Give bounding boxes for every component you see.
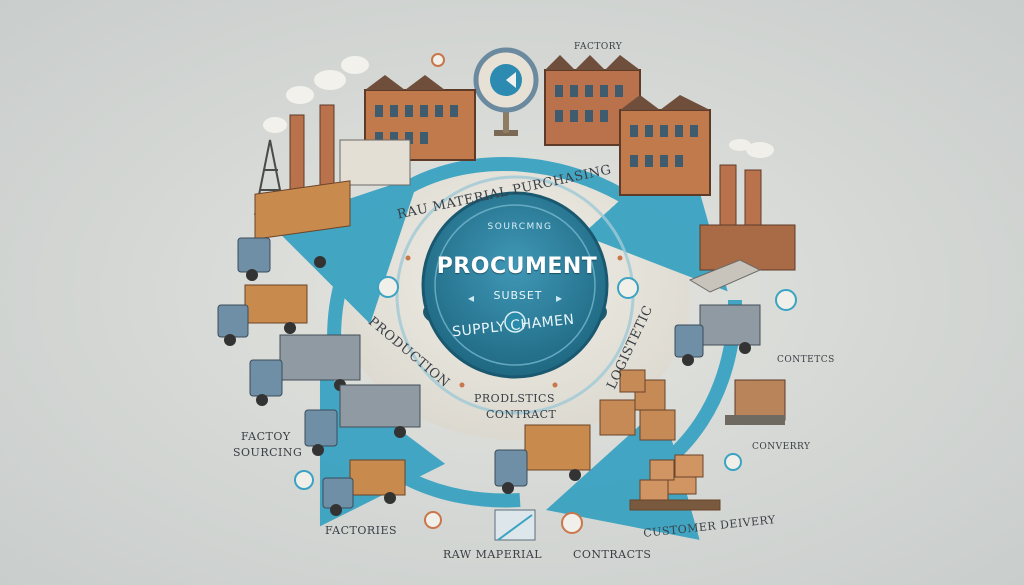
label-factory: FACTORY xyxy=(574,42,622,52)
machinery-right xyxy=(725,380,785,425)
boxes-bottom-right xyxy=(630,455,720,510)
center-disc: ◂ ▸ xyxy=(423,193,607,377)
center-title: PROCUMENT xyxy=(422,254,612,279)
label-raw-material: RAW MAPERIAL xyxy=(443,548,542,561)
center-top-text: SOURCMNG xyxy=(470,222,570,232)
dial-icon xyxy=(476,50,536,136)
bottom-machine xyxy=(495,510,535,540)
leaf-icon-right xyxy=(725,454,741,470)
flower-icon-bottom xyxy=(425,512,441,528)
label-converry: CONVERRY xyxy=(752,442,810,452)
label-contetcs: CONTETCS xyxy=(777,355,835,365)
label-factories: FACTORIES xyxy=(325,524,397,537)
label-sourcing: SOURCING xyxy=(233,446,302,459)
coin-icon-bottom xyxy=(562,513,582,533)
truck-1 xyxy=(238,181,350,281)
smokestacks-right xyxy=(700,139,795,270)
ring-icon-left xyxy=(295,471,313,489)
badge-icon-right xyxy=(776,290,796,310)
truck-5 xyxy=(323,460,405,516)
pin-icon-top xyxy=(432,54,444,66)
inner-label-line2: CONTRACT xyxy=(486,408,556,421)
inner-label-line1: PRODLSTICS xyxy=(474,392,555,405)
center-subtitle: SUBSET xyxy=(468,289,568,302)
gear-icon-right xyxy=(618,278,638,298)
label-factoy: FACTOY xyxy=(241,430,291,443)
globe-icon-left xyxy=(378,277,398,297)
label-contracts: CONTRACTS xyxy=(573,548,651,561)
